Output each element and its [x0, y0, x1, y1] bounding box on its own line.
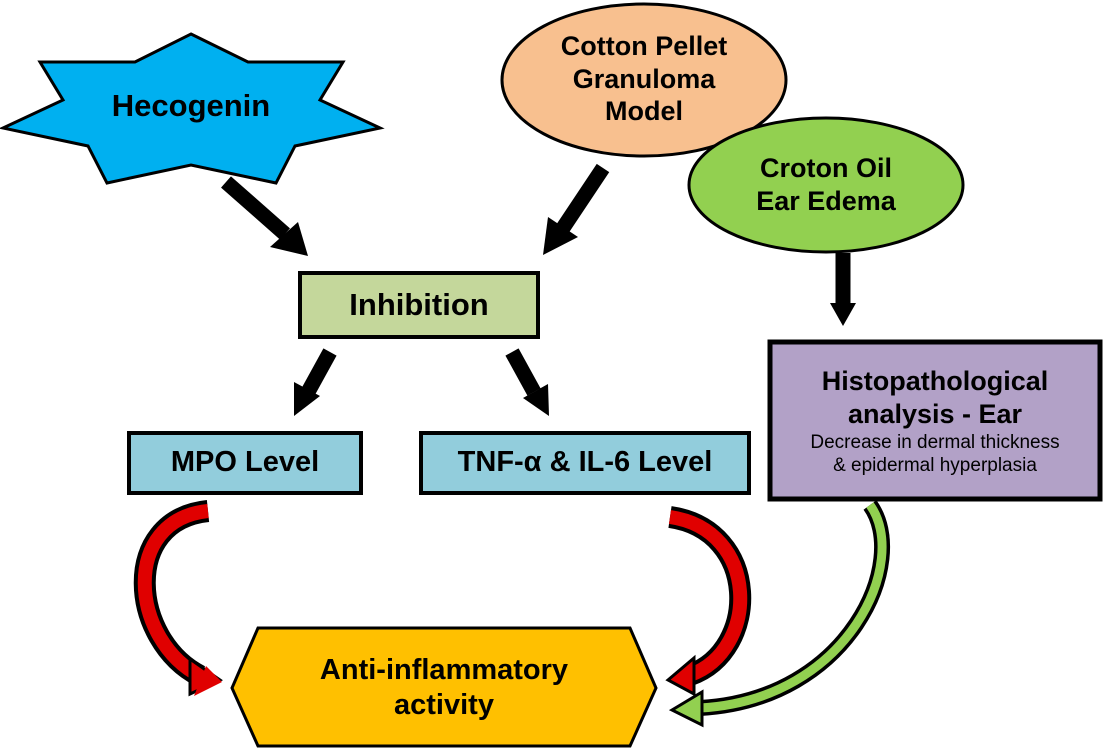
histo-title-line-1: Histopathological [821, 365, 1049, 396]
anti-line-2: activity [394, 689, 494, 721]
cotton-pellet-line-1: Cotton Pellet [560, 30, 728, 61]
croton-oil-label: Croton Oil Ear Edema [720, 145, 932, 225]
anti-line-1: Anti-inflammatory [319, 653, 569, 686]
histo-title-line-2: analysis - Ear [847, 398, 1023, 429]
inhibition-label: Inhibition [349, 287, 489, 323]
curved-arrow-mpo-to-anti [133, 500, 223, 697]
croton-oil-ellipse [687, 116, 965, 254]
tnf-label: TNF-α & IL-6 Level [457, 446, 713, 479]
curved-arrow-tnf-to-anti [665, 506, 752, 697]
tnf-box [419, 431, 751, 495]
histo-detail-line-2: & epidermal hyperplasia [833, 454, 1037, 476]
mpo-box [127, 431, 363, 495]
curved-arrow-histo-to-anti [668, 500, 891, 728]
anti-inflammatory-hexagon [230, 626, 658, 748]
histo-box [767, 339, 1103, 502]
arrow-hecogenin-to-inhibition [221, 176, 308, 256]
histo-detail-line-1: Decrease in dermal thickness [810, 431, 1060, 453]
hecogenin-label: Hecogenin [111, 88, 271, 124]
cotton-pellet-line-3: Model [605, 96, 683, 127]
arrow-croton-to-histo [830, 253, 856, 326]
mpo-label: MPO Level [170, 446, 320, 479]
croton-oil-line-1: Croton Oil [760, 153, 892, 184]
inhibition-box [298, 271, 540, 339]
croton-oil-line-2: Ear Edema [756, 186, 896, 216]
cotton-pellet-label: Cotton Pellet Granuloma Model [520, 20, 768, 138]
hecogenin-star-shape [0, 32, 385, 185]
cotton-pellet-line-2: Granuloma [572, 63, 716, 94]
histo-label: Histopathological analysis - Ear Decreas… [773, 346, 1097, 496]
arrow-inhibition-to-tnf [505, 348, 549, 416]
arrow-inhibition-to-mpo [294, 348, 337, 416]
anti-inflammatory-label: Anti-inflammatory activity [258, 640, 630, 736]
arrow-cotton-to-inhibition [543, 163, 610, 255]
cotton-pellet-ellipse [500, 2, 788, 158]
